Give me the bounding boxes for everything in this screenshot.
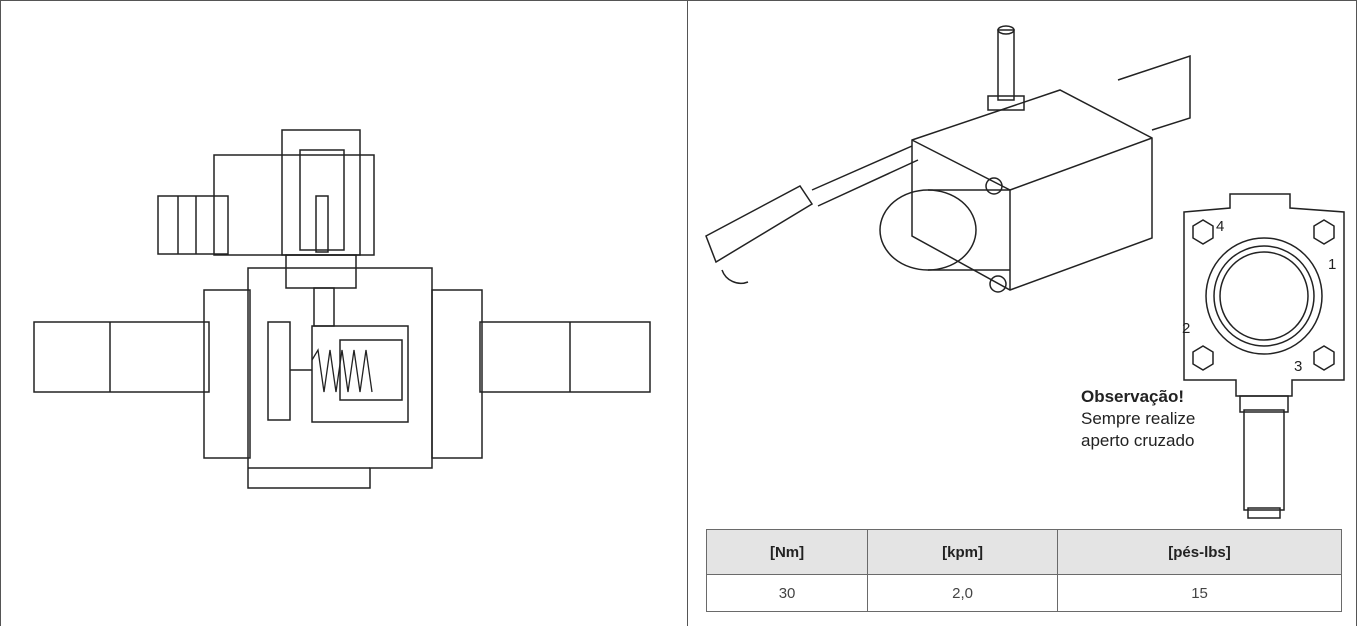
note-line-1: Sempre realize <box>1081 409 1196 428</box>
torque-table-header-row: [Nm] [kpm] [pés-lbs] <box>705 529 1342 575</box>
value-nm: 30 <box>705 574 869 612</box>
header-kpm: [kpm] <box>867 529 1059 575</box>
header-nm: [Nm] <box>705 529 869 575</box>
value-kpm: 2,0 <box>867 574 1059 612</box>
valve-cross-section-panel <box>0 0 688 626</box>
note-line-2: aperto cruzado <box>1081 431 1195 450</box>
cross-tightening-note: Observação! Sempre realize aperto cruzad… <box>1081 386 1195 452</box>
bolt-number-1: 1 <box>1328 256 1337 273</box>
header-ft-lbs: [pés-lbs] <box>1057 529 1342 575</box>
bolt-number-3: 3 <box>1294 358 1303 375</box>
torque-table: [Nm] [kpm] [pés-lbs] 30 2,0 15 <box>705 529 1342 612</box>
value-ft-lbs: 15 <box>1057 574 1342 612</box>
bolt-number-2: 2 <box>1182 320 1191 337</box>
valve-cross-section-drawing <box>33 129 651 489</box>
bolt-number-4: 4 <box>1216 218 1225 235</box>
note-title: Observação! <box>1081 387 1184 406</box>
torque-table-row: 30 2,0 15 <box>705 574 1342 612</box>
